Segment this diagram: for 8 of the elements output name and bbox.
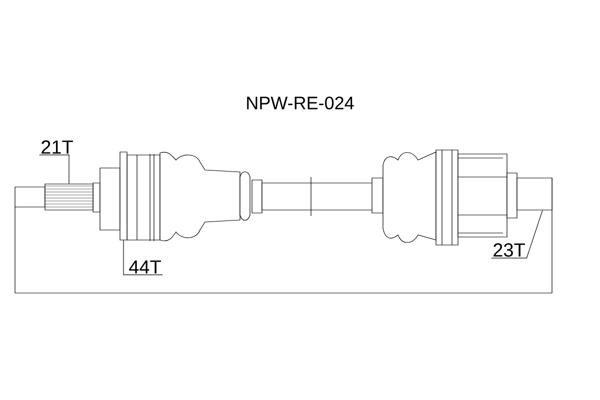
tooth-count-label: 44T [129, 260, 161, 274]
leader-line [123, 240, 163, 276]
part-number-title: NPW-RE-024 [247, 96, 354, 110]
tooth-count-label: 21T [42, 140, 73, 154]
tooth-count-label: 23T [494, 243, 525, 257]
leader-line [491, 210, 543, 258]
abs-ring [120, 152, 128, 240]
leader-line [39, 154, 70, 184]
